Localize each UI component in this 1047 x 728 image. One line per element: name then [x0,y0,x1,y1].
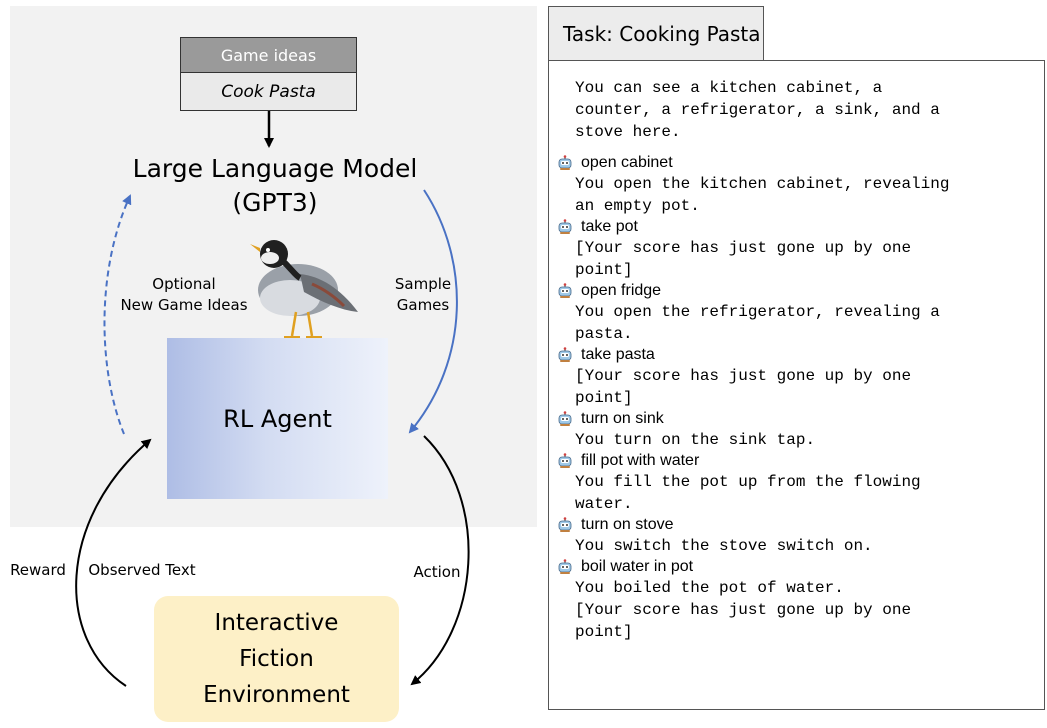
observation-text: You turn on the sink tap. [575,431,816,449]
agent-command: take pasta [557,345,1036,365]
robot-icon [557,347,573,363]
robot-icon [557,453,573,469]
observation-text: You fill the pot up from the flowing wat… [575,473,921,513]
agent-command: boil water in pot [557,557,1036,577]
agent-command: turn on stove [557,515,1036,535]
transcript-intro: You can see a kitchen cabinet, a counter… [575,79,940,141]
environment-box: Interactive Fiction Environment [154,596,399,722]
robot-icon [557,155,573,171]
observed-text-label: Observed Text [88,561,196,579]
transcript-step: take pot [Your score has just gone up by … [557,217,1036,281]
command-text: open fridge [581,282,662,299]
diagram-arrows [75,111,470,687]
action-label: Action [413,563,461,581]
sample-label-line1: Sample [394,275,452,293]
robot-icon [557,219,573,235]
optional-label-line2: New Game Ideas [120,296,248,314]
reward-label: Reward [10,561,66,579]
optional-ideas-label: Optional New Game Ideas [84,274,284,316]
transcript-box: You can see a kitchen cabinet, a counter… [548,60,1045,710]
optional-label-line1: Optional [152,275,216,293]
observation-text: You open the refrigerator, revealing a p… [575,303,940,343]
command-text: open cabinet [581,154,673,171]
sample-label-line2: Games [396,296,450,314]
command-text: take pasta [581,346,655,363]
llm-title-line2: (GPT3) [232,188,318,217]
observation-text: [Your score has just gone up by one poin… [575,239,912,279]
observation-text: [Your score has just gone up by one poin… [575,367,912,407]
rl-agent-label: RL Agent [223,404,332,433]
robot-icon [557,411,573,427]
environment-line3: Environment [203,682,350,708]
command-text: take pot [581,218,638,235]
task-title-tab: Task: Cooking Pasta [548,6,764,61]
bird-icon [250,240,358,338]
agent-command: open fridge [557,281,1036,301]
observation-text: You boiled the pot of water. [Your score… [575,579,912,641]
observation-text: You switch the stove switch on. [575,537,873,555]
action-arrow [410,435,470,686]
transcript-step: take pasta [Your score has just gone up b… [557,345,1036,409]
game-ideas-header: Game ideas [181,38,356,73]
environment-line2: Fiction [239,646,314,672]
command-text: fill pot with water [581,452,700,469]
optional-ideas-arrow [103,194,132,435]
robot-icon [557,559,573,575]
command-text: turn on stove [581,516,674,533]
agent-command: take pot [557,217,1036,237]
command-text: turn on sink [581,410,664,427]
observation-text: You open the kitchen cabinet, revealing … [575,175,950,215]
agent-command: fill pot with water [557,451,1036,471]
agent-command: turn on sink [557,409,1036,429]
robot-icon [557,517,573,533]
observation-arrow [75,438,152,687]
rl-agent-box: RL Agent [167,338,388,499]
agent-command: open cabinet [557,153,1036,173]
game-ideas-box: Game ideas Cook Pasta [180,37,357,111]
environment-line1: Interactive [214,610,339,636]
sample-games-arrow [408,189,458,434]
sample-games-label: Sample Games [378,274,468,316]
command-text: boil water in pot [581,558,694,575]
robot-icon [557,283,573,299]
llm-title-line1: Large Language Model [132,154,418,183]
llm-title: Large Language Model (GPT3) [120,152,430,220]
task-title: Task: Cooking Pasta [563,22,761,46]
game-ideas-value: Cook Pasta [181,73,356,110]
